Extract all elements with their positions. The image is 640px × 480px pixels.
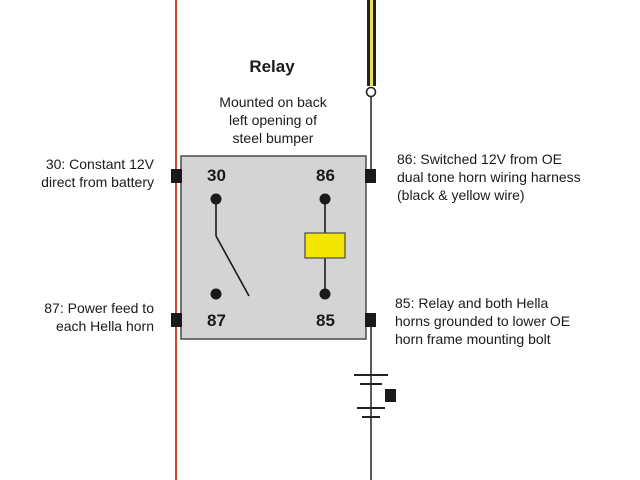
signal-wire-stripe	[370, 0, 373, 86]
label-pin-30: 30: Constant 12V direct from battery	[41, 156, 154, 190]
ground-symbol	[354, 374, 396, 418]
wire-junction	[365, 86, 377, 98]
terminal-tab-30	[171, 169, 182, 183]
pin-label-30: 30	[207, 166, 226, 185]
label-pin-85: 85: Relay and both Hella horns grounded …	[395, 295, 571, 347]
label-pin-87: 87: Power feed to each Hella horn	[44, 300, 154, 334]
contact-dot-87	[210, 288, 222, 300]
terminal-tab-85	[365, 313, 376, 327]
contact-dot-86	[319, 193, 331, 205]
contact-dot-30	[210, 193, 222, 205]
label-pin-86: 86: Switched 12V from OE dual tone horn …	[397, 151, 581, 203]
terminal-tab-87	[171, 313, 182, 327]
contact-dot-85	[319, 288, 331, 300]
pin-label-86: 86	[316, 166, 335, 185]
relay-mount-note: Mounted on back left opening of steel bu…	[219, 94, 327, 146]
pin-label-85: 85	[316, 311, 335, 330]
relay-title: Relay	[249, 57, 295, 76]
coil-block	[304, 232, 346, 259]
switch-blade	[215, 235, 250, 297]
terminal-tab-86	[365, 169, 376, 183]
pin-label-87: 87	[207, 311, 226, 330]
